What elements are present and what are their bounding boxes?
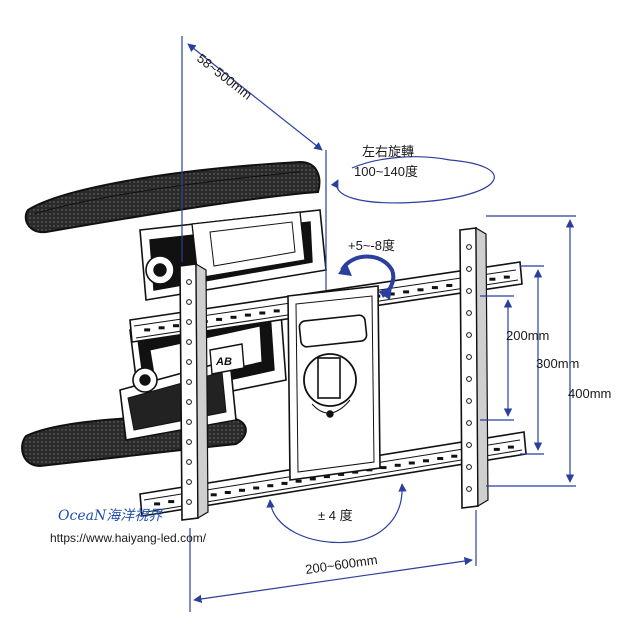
- bracket-hole: [186, 379, 192, 385]
- brand-badge-icon: AB: [209, 343, 245, 375]
- rail-slot: [273, 309, 280, 313]
- rotation-indicator: ± 4 度: [266, 483, 407, 544]
- rail-slot: [394, 463, 401, 467]
- vesa-width-dimension: 200~600mm: [189, 510, 477, 612]
- rail-slot: [451, 454, 458, 458]
- swivel-range-label: 100~140度: [354, 164, 418, 179]
- bracket-hole: [186, 279, 192, 285]
- left-vertical-bracket: [179, 262, 209, 521]
- tilt-indicator: +5~-8度: [338, 238, 396, 300]
- bracket-hole: [186, 499, 192, 505]
- bracket-hole: [466, 288, 472, 294]
- rail-slot: [230, 315, 237, 319]
- rail-slot: [493, 447, 500, 451]
- rail-slot: [210, 493, 217, 497]
- rail-slot: [216, 317, 223, 321]
- rail-slot: [144, 328, 151, 332]
- bracket-hole: [466, 442, 472, 448]
- rail-slot: [338, 472, 345, 476]
- rail-slot: [408, 461, 415, 465]
- rail-slot: [403, 290, 410, 294]
- rail-slot: [437, 457, 444, 460]
- bracket-hole: [186, 359, 192, 365]
- rail-slot: [259, 311, 266, 315]
- rail-slot: [417, 288, 424, 292]
- rail-slot: [224, 491, 231, 494]
- wall-plate-top: [24, 160, 321, 234]
- watermark: OceaN海洋視界 https://www.haiyang-led.com/: [50, 508, 207, 545]
- rail-slot: [423, 459, 429, 463]
- vesa-300-label: 300mm: [536, 356, 579, 371]
- vesa-width-label: 200~600mm: [304, 552, 378, 577]
- brand-text: OceaN海洋視界: [58, 508, 163, 524]
- swivel-title-label: 左右旋轉: [362, 144, 414, 159]
- vesa-200-label: 200mm: [506, 328, 549, 343]
- bracket-hole: [466, 398, 472, 404]
- rail-slot: [239, 488, 245, 492]
- vesa-400-label: 400mm: [568, 386, 611, 401]
- bracket-hole: [466, 464, 472, 470]
- rail-slot: [309, 477, 316, 481]
- rail-slot: [173, 324, 179, 328]
- bracket-hole: [466, 244, 472, 250]
- rotation-label: ± 4 度: [318, 508, 353, 523]
- bracket-hole: [466, 354, 472, 360]
- bracket-hole: [186, 299, 192, 305]
- bracket-hole: [466, 420, 472, 426]
- rail-slot: [253, 486, 260, 490]
- vesa-height-dimensions: 200mm 300mm 400mm: [480, 215, 611, 487]
- depth-label: 58~500mm: [194, 51, 255, 103]
- rail-slot: [489, 277, 496, 281]
- brand-url: https://www.haiyang-led.com/: [50, 531, 207, 545]
- rail-slot: [267, 484, 274, 488]
- tilt-label: +5~-8度: [348, 238, 395, 253]
- rail-slot: [168, 500, 175, 504]
- rail-slot: [323, 475, 330, 479]
- rail-slot: [244, 313, 251, 317]
- bracket-hole: [466, 332, 472, 338]
- bracket-hole: [466, 486, 472, 492]
- rail-slot: [388, 292, 395, 296]
- rail-slot: [380, 466, 387, 470]
- center-tilt-plate: [287, 285, 381, 481]
- bracket-hole: [186, 319, 192, 325]
- bracket-hole: [466, 266, 472, 272]
- bracket-hole: [186, 459, 192, 465]
- bracket-hole: [186, 419, 192, 425]
- bracket-hole: [186, 339, 192, 345]
- right-vertical-bracket: [459, 226, 489, 509]
- rail-slot: [295, 479, 302, 483]
- rail-slot: [281, 481, 288, 485]
- bracket-hole: [186, 399, 192, 405]
- rail-slot: [446, 284, 453, 287]
- bracket-hole: [186, 439, 192, 445]
- swivel-indicator: 左右旋轉 100~140度: [330, 144, 495, 204]
- rail-slot: [507, 445, 514, 449]
- bracket-hole: [186, 479, 192, 485]
- svg-text:AB: AB: [215, 356, 232, 368]
- bracket-hole: [466, 376, 472, 382]
- rail-slot: [154, 502, 161, 506]
- rail-slot: [158, 326, 165, 330]
- rail-slot: [431, 286, 438, 290]
- rail-slot: [503, 275, 510, 279]
- bracket-hole: [466, 310, 472, 316]
